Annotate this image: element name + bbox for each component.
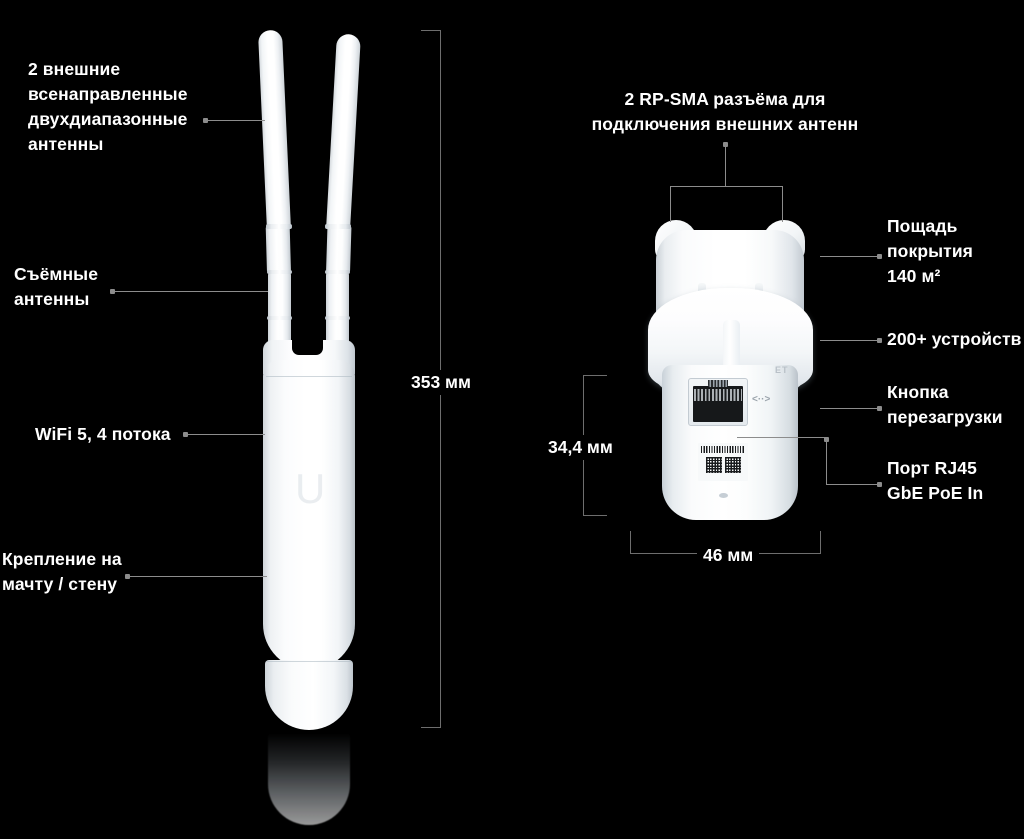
- antenna-right-base-ring: [325, 316, 350, 320]
- antenna-left-lower: [268, 272, 291, 330]
- rj45-port: [688, 378, 748, 426]
- device-body: [263, 360, 355, 670]
- bracket-tab-right: [755, 283, 763, 295]
- leader-antennas-dualband: [203, 117, 265, 125]
- leader-coverage-area: [820, 253, 882, 261]
- dim-depth-value: 34,4 мм: [542, 435, 619, 460]
- port-label: ET: [775, 365, 789, 375]
- bracket-rp-sma: [670, 186, 783, 222]
- qr-code-right: [725, 457, 741, 473]
- antenna-left-tip: [257, 29, 291, 231]
- leader-rj45-to-label: [826, 481, 882, 489]
- port-pins: [694, 389, 742, 401]
- leader-detachable-antennas: [110, 288, 268, 296]
- antenna-left-ring-upper: [266, 224, 292, 229]
- callout-wifi-streams: WiFi 5, 4 потока: [35, 424, 171, 444]
- antenna-left-ring-lower: [267, 270, 292, 274]
- dim-width-value: 46 мм: [697, 543, 760, 568]
- antenna-right-ring-lower: [325, 270, 350, 274]
- dim-width-cap-left: [630, 531, 632, 554]
- port-latch: [707, 380, 729, 387]
- device-label-sticker: [698, 443, 748, 481]
- antenna-right-mid: [326, 224, 352, 274]
- callout-rp-sma-connectors: 2 RP-SMA разъёма для подключения внешних…: [591, 89, 859, 134]
- device-body-seam-upper: [266, 376, 352, 377]
- dim-depth-cap-top: [583, 375, 607, 377]
- device-body-notch: [292, 340, 323, 355]
- dim-height-cap-bottom: [421, 727, 441, 729]
- callout-antennas-dualband: 2 внешние всенаправленные двухдиапазонны…: [28, 59, 188, 154]
- device-reflection: [268, 733, 350, 825]
- callout-client-devices: 200+ устройств: [887, 329, 1022, 349]
- dim-height-value: 353 мм: [405, 370, 477, 395]
- leader-client-devices: [820, 337, 882, 345]
- callout-coverage-area: Пощадь покрытия 140 м²: [887, 216, 973, 286]
- reset-button-hole: [719, 493, 728, 498]
- callout-mounting: Крепление на мачту / стену: [2, 549, 122, 594]
- leader-wifi-streams: [183, 431, 265, 439]
- right-device-illustration: <··> ET: [600, 160, 900, 580]
- antenna-left-mid: [265, 224, 291, 274]
- leader-rj45-vertical: [823, 437, 831, 484]
- dim-width-cap-right: [820, 531, 822, 554]
- antenna-left-base-ring: [267, 316, 292, 320]
- device-body-seam-lower: [266, 661, 352, 662]
- callout-reset-button: Кнопка перезагрузки: [887, 382, 1003, 427]
- bracket-tab-left: [698, 283, 706, 295]
- ethernet-icon: <··>: [752, 394, 771, 405]
- bracket-stem-rp-sma: [722, 142, 730, 187]
- dim-depth-cap-bottom: [583, 515, 607, 517]
- left-device-illustration: U: [0, 0, 430, 839]
- callout-detachable-antennas: Съёмные антенны: [14, 264, 99, 309]
- antenna-right-lower: [326, 272, 349, 330]
- leader-reset-button: [820, 405, 882, 413]
- qr-code-left: [706, 457, 722, 473]
- antenna-right-tip: [326, 33, 361, 231]
- device-body-foot: [265, 660, 353, 730]
- leader-rj45-horizontal: [737, 437, 827, 439]
- callout-rj45-port: Порт RJ45 GbE PoE In: [887, 458, 984, 503]
- barcode: [701, 446, 745, 453]
- leader-mounting: [125, 573, 267, 581]
- antenna-right-ring-upper: [325, 224, 351, 229]
- ubiquiti-logo: U: [295, 465, 326, 512]
- dim-height-cap-top: [421, 30, 441, 32]
